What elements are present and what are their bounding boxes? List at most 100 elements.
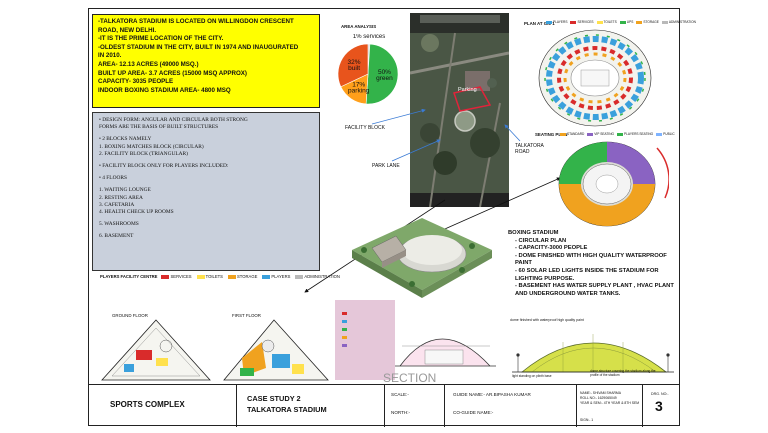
site-satellite-map — [410, 13, 509, 207]
boxing-item: DOME FINISHED WITH HIGH QUALITY WATERPRO… — [515, 253, 678, 268]
info-line: IN 2010. — [98, 52, 122, 60]
legend-item: ADMINISTRATION — [295, 274, 340, 279]
legend-swatch — [161, 274, 170, 279]
note-line: • DESIGN FORM: ANGULAR AND CIRCULAR BOTH… — [99, 117, 248, 123]
legend-swatch — [196, 274, 205, 279]
sign: SIGN:- 1 — [580, 418, 594, 422]
info-line: AREA- 12.13 ACRES (49000 MSQ.) — [98, 60, 199, 68]
boxing-title: BOXING STADIUM — [508, 230, 559, 236]
note-line: • FACILITY BLOCK ONLY FOR PLAYERS INCLUD… — [99, 163, 229, 170]
legend-swatch — [262, 274, 271, 279]
legend-item: STANDARD — [560, 132, 584, 136]
note-line: 6. BASEMENT — [99, 233, 134, 240]
pie-label-built: 32%built — [348, 59, 361, 72]
case-study-cell: CASE STUDY 2 TALKATORA STADIUM — [236, 385, 384, 427]
drawing-number-label: DRG. NO:- — [651, 392, 669, 396]
project-cell: SPORTS COMPLEX — [88, 385, 236, 427]
note-line: 1. WAITING LOUNGE — [99, 187, 151, 194]
seating-plan-title: SEATING PLAN — [535, 132, 568, 137]
info-line: -TALKATORA STADIUM IS LOCATED ON WILLING… — [98, 18, 294, 25]
ground-floor-label: GROUND FLOOR — [112, 313, 148, 318]
project-title: SPORTS COMPLEX — [110, 400, 185, 409]
drawing-number: 3 — [655, 398, 663, 414]
legend-swatch — [295, 274, 304, 279]
area-analysis-title: AREA ANALYSIS — [341, 24, 377, 29]
title-block: SPORTS COMPLEX CASE STUDY 2 TALKATORA ST… — [88, 384, 680, 427]
boxing-item: 60 SOLAR LED LIGHTS INSIDE THE STADIUM F… — [515, 268, 678, 283]
ground-level-plan — [538, 29, 652, 127]
legend-swatch — [227, 274, 236, 279]
info-line: -OLDEST STADIUM IN THE CITY, BUILT IN 19… — [98, 43, 299, 51]
scale-label: SCALE:- — [391, 392, 409, 397]
legend-item: TOILETS — [596, 20, 617, 24]
first-floor-plan — [223, 319, 329, 381]
facility-block-label: FACILITY BLOCK — [345, 125, 385, 131]
legend-item: TOILETS — [196, 274, 223, 279]
section-label: SECTION — [383, 371, 437, 385]
legend-swatch — [656, 132, 663, 136]
dome-note-2: dome structure covering the stadium alon… — [590, 369, 656, 377]
legend-item: UPS — [619, 20, 633, 24]
info-line: CAPACITY- 3035 PEOPLE — [98, 78, 174, 86]
pie-slice-built — [337, 43, 369, 88]
legend-swatch — [661, 20, 668, 24]
pie-slice-green — [365, 43, 399, 105]
section-drawing — [342, 312, 496, 367]
note-line: FORMS ARE THE BASIS OF BUILT STRUCTURES — [99, 124, 219, 131]
park-lane-label: PARK LANE — [372, 163, 400, 169]
legend-swatch — [596, 20, 603, 24]
legend-swatch — [617, 132, 624, 136]
student-name: NAME:- SHIVAM SHARMA — [580, 391, 622, 395]
legend-item: STORAGE — [227, 274, 257, 279]
legend-item: SERVICES — [570, 20, 594, 24]
first-floor-label: FIRST FLOOR — [232, 313, 261, 318]
dome-note: dome finished with waterproof high quali… — [510, 318, 584, 322]
legend-swatch — [546, 20, 552, 24]
info-line: INDOOR BOXING STADIUM AREA- 4800 MSQ — [98, 86, 231, 94]
guide-cell: GUIDE NAME:- AR.BIPASHA KUMAR CO-GUIDE N… — [444, 385, 576, 427]
note-line: • 2 BLOCKS NAMELY — [99, 136, 152, 143]
legend-swatch — [636, 20, 643, 24]
pie-label-services: 1% services — [353, 34, 385, 40]
roll-no: ROLL NO:- 1629065049 — [580, 396, 617, 400]
boxing-item: CAPACITY-3000 PEOPLE — [515, 245, 678, 253]
legend-swatch — [560, 132, 566, 136]
boxing-item: CIRCULAR PLAN — [515, 238, 678, 246]
note-line: 3. CAFETARIA — [99, 201, 135, 208]
talkatora-road-label: TALKATORA ROAD — [515, 143, 544, 155]
drawing-number-cell: DRG. NO:- 3 — [642, 385, 680, 427]
legend-item: PLAYERS — [546, 20, 567, 24]
info-line: -IT IS THE PRIME LOCATION OF THE CITY. — [98, 35, 224, 43]
legend-item: VIP SEATING — [587, 132, 614, 136]
pie-label-parking: 17%parking — [348, 82, 370, 95]
note-line: 4. HEALTH CHECK UP ROOMS — [99, 209, 174, 216]
co-guide-name: CO-GUIDE NAME:- — [453, 410, 494, 415]
legend-swatch — [587, 132, 594, 136]
scale-cell: SCALE:- NORTH:- — [384, 385, 444, 427]
student-cell: NAME:- SHIVAM SHARMA ROLL NO:- 162906504… — [576, 385, 642, 427]
dome-elevation — [512, 334, 674, 373]
area-pie-chart: 1% services 50%green 17%parking 32%built — [337, 34, 399, 105]
legend-swatch — [570, 20, 577, 24]
north-label: NORTH:- — [391, 410, 411, 415]
legend-item: PLAYERS SEATING — [617, 132, 653, 136]
note-line: 2. FACILITY BLOCK (TRIANGULAR) — [99, 150, 188, 157]
legend-swatch — [619, 20, 626, 24]
seating-plan-drawing — [558, 141, 669, 227]
stadium-title: TALKATORA STADIUM — [247, 405, 327, 414]
guide-name: GUIDE NAME:- AR.BIPASHA KUMAR — [453, 392, 531, 397]
info-line: BUILT UP AREA- 3.7 ACRES (15000 MSQ APPR… — [98, 69, 247, 77]
year-sem: YEAR & SEM:- 4TH YEAR & 8TH SEM — [580, 401, 640, 405]
boxing-stadium-notes: BOXING STADIUM CIRCULAR PLAN CAPACITY-30… — [508, 230, 678, 298]
legend-item: STORAGE — [636, 20, 659, 24]
legend-item: PLAYERS — [262, 274, 290, 279]
info-line: ROAD, NEW DELHI. — [98, 26, 157, 34]
pie-label-green: 50%green — [376, 69, 393, 82]
note-line: 5. WASHROOMS — [99, 221, 139, 228]
parking-label: Parking — [458, 87, 477, 93]
note-line: 1. BOXING MATCHES BLOCK (CIRCULAR) — [99, 143, 204, 150]
plan-gl-title: PLAN AT G/L 1 — [524, 21, 555, 26]
